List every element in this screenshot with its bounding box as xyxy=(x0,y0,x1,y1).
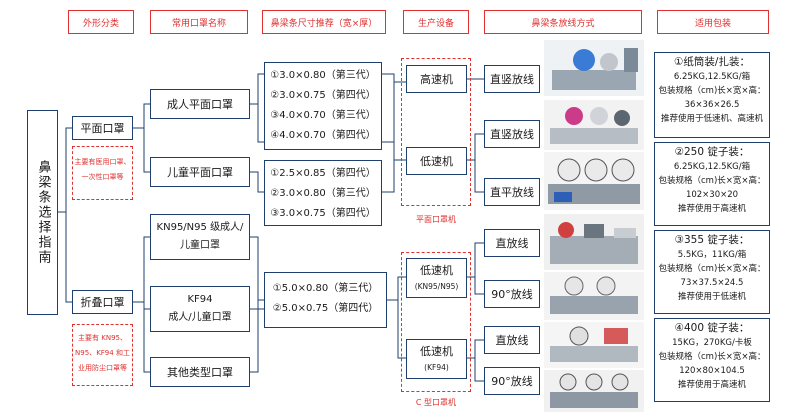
root-title: 鼻梁条选择指南 xyxy=(27,110,58,315)
packaging-title: ②250 锭子装： xyxy=(674,146,750,158)
size-item: ①2.5×0.85（第四代） xyxy=(270,168,376,179)
packaging-line: 推荐使用于高速机 xyxy=(677,380,746,390)
packaging-line: 73×37.5×24.5 xyxy=(680,278,744,288)
feed-90-2: 90°放线 xyxy=(484,367,540,395)
flat-machine-group xyxy=(401,58,471,206)
machine-label: 低速机 xyxy=(420,264,453,277)
size-item: ②3.0×0.80（第三代） xyxy=(270,188,376,199)
machine-photo xyxy=(544,272,644,320)
low-speed-kf94-machine: 低速机 (KF94) xyxy=(406,339,467,379)
c-machine-label: C 型口罩机 xyxy=(415,398,457,407)
feed-straight-2: 直放线 xyxy=(484,326,540,354)
machine-photo xyxy=(544,152,644,210)
kf94-mask: KF94 成人/儿童口罩 xyxy=(150,286,250,332)
packaging-line: 包装规格（cm)长×宽×高： xyxy=(658,176,766,186)
machine-photo xyxy=(544,322,644,368)
packaging-line: 15KG，270KG/卡板 xyxy=(672,338,752,348)
size-item: ②5.0×0.75（第四代） xyxy=(272,303,379,314)
size-item: ④4.0×0.70（第四代） xyxy=(270,130,376,141)
fold-note-box: 主要有 KN95、N95、KF94 和工业用防尘口罩等 xyxy=(72,324,133,386)
root-title-text: 鼻梁条选择指南 xyxy=(35,160,51,265)
header-shape: 外形分类 xyxy=(68,10,134,34)
feed-vertical-2: 直竖放线 xyxy=(484,120,540,148)
header-size: 鼻梁条尺寸推荐（宽×厚） xyxy=(262,10,386,34)
adult-size-list: ①3.0×0.80（第三代） ②3.0×0.75（第四代） ③4.0×0.70（… xyxy=(264,62,382,150)
packaging-line: 102×30×20 xyxy=(685,190,739,200)
packaging-line: 包装规格（cm)长×宽×高： xyxy=(658,352,766,362)
high-speed-machine: 高速机 xyxy=(406,65,467,93)
packaging-option-1: ①纸筒装/扎装： 6.25KG,12.5KG/箱 包装规格（cm)长×宽×高： … xyxy=(654,52,770,138)
child-flat-mask: 儿童平面口罩 xyxy=(150,157,250,187)
packaging-option-2: ②250 锭子装： 6.25KG,12.5KG/箱 包装规格（cm)长×宽×高：… xyxy=(654,142,770,226)
size-item: ③4.0×0.70（第三代） xyxy=(270,110,376,121)
machine-photo xyxy=(544,214,644,270)
machine-photo xyxy=(544,100,644,150)
header-equipment: 生产设备 xyxy=(403,10,469,34)
fold-size-list: ①5.0×0.80（第三代） ②5.0×0.75（第四代） xyxy=(264,272,387,328)
packaging-line: 包装规格（cm)长×宽×高： xyxy=(658,86,766,96)
size-item: ③3.0×0.75（第四代） xyxy=(270,208,376,219)
machine-sublabel: (KF94) xyxy=(424,363,449,372)
header-feed-method: 鼻梁条放线方式 xyxy=(484,10,642,34)
packaging-title: ④400 锭子装： xyxy=(674,322,750,334)
flat-mask-category: 平面口罩 xyxy=(72,116,133,140)
packaging-title: ①纸筒装/扎装： xyxy=(674,56,750,68)
other-mask: 其他类型口罩 xyxy=(150,357,250,387)
packaging-line: 推荐使用于低速机 xyxy=(677,292,746,302)
header-mask-name: 常用口罩名称 xyxy=(150,10,248,34)
packaging-option-3: ③355 锭子装： 5.5KG，11KG/箱 包装规格（cm)长×宽×高： 73… xyxy=(654,230,770,314)
machine-sublabel: (KN95/N95) xyxy=(414,282,459,291)
machine-photo xyxy=(544,40,644,96)
feed-vertical-1: 直竖放线 xyxy=(484,65,540,93)
packaging-line: 5.5KG，11KG/箱 xyxy=(677,250,747,260)
feed-horizontal: 直平放线 xyxy=(484,178,540,206)
size-item: ②3.0×0.75（第四代） xyxy=(270,90,376,101)
low-speed-machine: 低速机 xyxy=(406,147,467,175)
c-machine-group xyxy=(401,252,471,392)
feed-90-1: 90°放线 xyxy=(484,280,540,308)
feed-straight-1: 直放线 xyxy=(484,229,540,257)
packaging-line: 6.25KG,12.5KG/箱 xyxy=(673,72,751,82)
fold-mask-category: 折叠口罩 xyxy=(72,290,133,314)
size-item: ①5.0×0.80（第三代） xyxy=(272,283,379,294)
packaging-option-4: ④400 锭子装： 15KG，270KG/卡板 包装规格（cm)长×宽×高： 1… xyxy=(654,318,770,402)
packaging-line: 推荐使用于低速机、高速机 xyxy=(660,114,763,124)
machine-photo xyxy=(544,370,644,412)
packaging-title: ③355 锭子装： xyxy=(674,234,750,246)
flat-note-box: 主要有医用口罩、一次性口罩等 xyxy=(72,146,133,200)
low-speed-kn95-machine: 低速机 (KN95/N95) xyxy=(406,258,467,298)
flat-machine-label: 平面口罩机 xyxy=(416,215,456,224)
fold-note: 主要有 KN95、N95、KF94 和工业用防尘口罩等 xyxy=(75,334,130,372)
packaging-line: 120×80×104.5 xyxy=(679,366,745,376)
size-item: ①3.0×0.80（第三代） xyxy=(270,70,376,81)
kn95-mask: KN95/N95 级成人/儿童口罩 xyxy=(150,214,250,260)
packaging-line: 包装规格（cm)长×宽×高： xyxy=(658,264,766,274)
packaging-line: 36×36×26.5 xyxy=(684,100,740,110)
adult-flat-mask: 成人平面口罩 xyxy=(150,89,250,119)
machine-label: 低速机 xyxy=(420,345,453,358)
flat-note: 主要有医用口罩、一次性口罩等 xyxy=(74,158,131,181)
header-packaging: 适用包装 xyxy=(657,10,769,34)
packaging-line: 推荐使用于高速机 xyxy=(677,204,746,214)
child-size-list: ①2.5×0.85（第四代） ②3.0×0.80（第三代） ③3.0×0.75（… xyxy=(264,160,382,226)
packaging-line: 6.25KG,12.5KG/箱 xyxy=(673,162,751,172)
